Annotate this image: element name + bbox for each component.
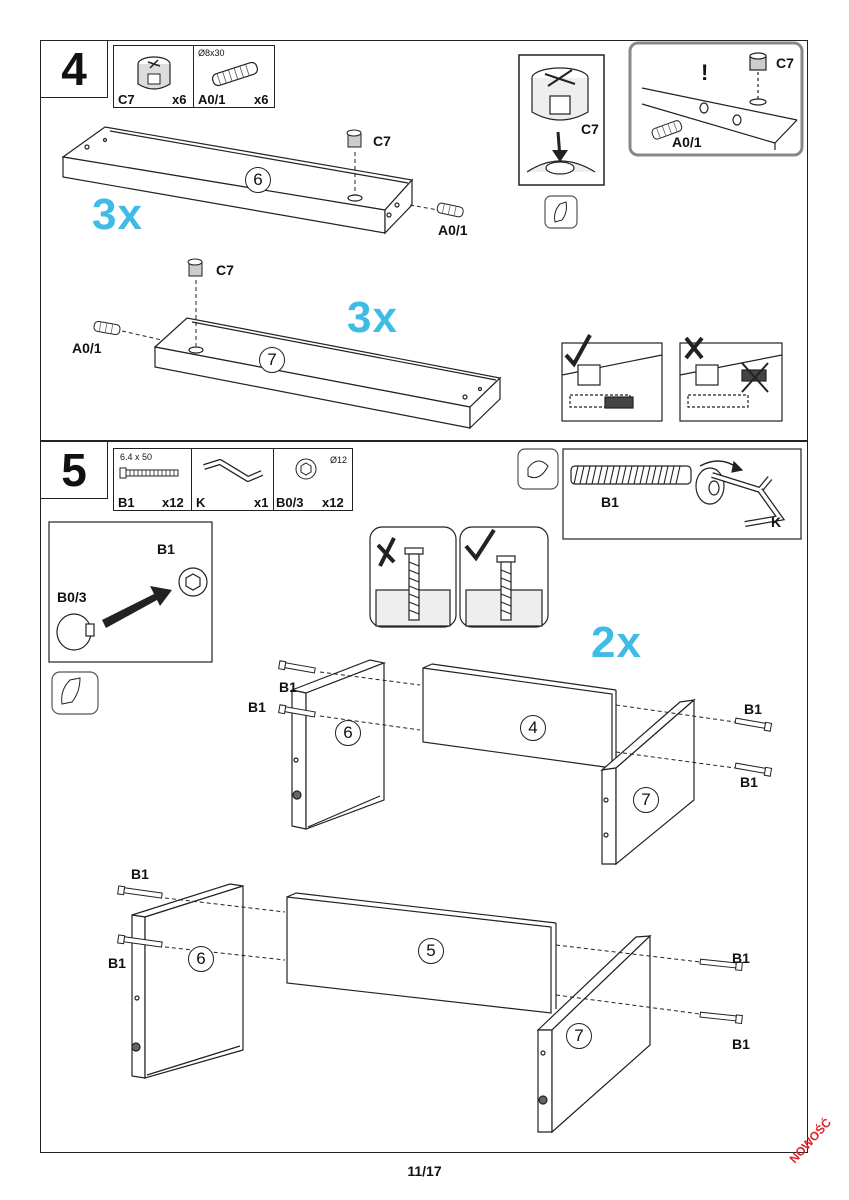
panel-number-6: 6	[245, 167, 271, 193]
warning-mark: !	[701, 60, 709, 85]
part-b1: 6.4 x 50 B1 x12	[114, 449, 192, 510]
label-b1-lower-3: B1	[732, 950, 750, 966]
label-b1-upper-3: B1	[744, 701, 762, 717]
label-b1-lower-1: B1	[131, 866, 149, 882]
wooden-dowel-icon	[211, 61, 259, 87]
panel-number-5: 5	[418, 938, 444, 964]
part-k: K x1	[192, 449, 274, 510]
confirmat-screw-icon	[119, 467, 179, 479]
panel-number-7-lower: 7	[566, 1023, 592, 1049]
label-b1-upper-1: B1	[279, 679, 297, 695]
part-a01-dim: Ø8x30	[198, 48, 225, 58]
label-a01-warning: A0/1	[672, 134, 702, 150]
label-b1-lower-2: B1	[108, 955, 126, 971]
panel-number-6-upper: 6	[335, 720, 361, 746]
label-b1-lower-4: B1	[732, 1036, 750, 1052]
part-a01-qty: x6	[254, 92, 269, 107]
part-c7: C7 x6	[114, 46, 194, 107]
label-b1-upper-2: B1	[248, 699, 266, 715]
label-c7-detail: C7	[581, 121, 599, 137]
incorrect-dowel-detail	[679, 336, 783, 422]
screw-depth-correct	[459, 526, 549, 628]
label-c7-top: C7	[373, 133, 391, 149]
part-a01: Ø8x30 A0/1 x6	[194, 46, 276, 107]
cover-cap-icon	[295, 458, 317, 480]
part-b1-code: B1	[118, 495, 135, 510]
dowel-top-right	[436, 202, 464, 218]
step-5-multiplier: 2x	[591, 618, 642, 667]
label-b1-cap-detail: B1	[157, 541, 175, 557]
cam-c7-bottom	[187, 258, 203, 277]
page-number: 11/17	[407, 1163, 442, 1179]
label-c7-warning: C7	[776, 55, 794, 71]
part-c7-code: C7	[118, 92, 135, 107]
part-c7-qty: x6	[172, 92, 187, 107]
cam-c7-top	[346, 129, 362, 148]
hex-key-icon	[203, 459, 264, 482]
screws-lower	[117, 885, 743, 1025]
label-b03-cap-detail: B0/3	[57, 589, 87, 605]
step-4-multiplier-bottom: 3x	[347, 293, 398, 342]
cam-detail-illustration	[526, 67, 596, 175]
part-b1-dim: 6.4 x 50	[120, 452, 153, 462]
step-4-parts-box: C7 x6 Ø8x30 A0/1 x6	[113, 45, 275, 108]
label-a01-bottom: A0/1	[72, 340, 102, 356]
panel-7-bottom	[153, 317, 502, 430]
step-4-multiplier-top: 3x	[92, 190, 143, 239]
label-k-detail: K	[771, 514, 782, 530]
screws-upper	[278, 660, 773, 777]
cam-lock-icon	[137, 56, 171, 90]
assembly-lower	[131, 883, 652, 1134]
page-frame	[40, 40, 808, 1153]
step-divider	[40, 440, 808, 442]
part-k-code: K	[196, 495, 206, 510]
dowel-bottom-left	[93, 320, 121, 336]
screw-key-detail	[570, 460, 786, 527]
part-b03-dim: Ø12	[330, 455, 348, 465]
warning-detail-illustration	[641, 52, 798, 150]
panel-number-7: 7	[259, 347, 285, 373]
assembly-upper	[289, 659, 696, 866]
part-a01-code: A0/1	[198, 92, 226, 107]
panel-number-4: 4	[520, 715, 546, 741]
correct-dowel-detail	[561, 334, 663, 422]
panel-number-7-upper: 7	[633, 787, 659, 813]
label-b1-upper-4: B1	[740, 774, 758, 790]
step-5-parts-box: 6.4 x 50 B1 x12 K x1 Ø12 B0/3 x12	[113, 448, 353, 511]
screw-depth-incorrect	[369, 526, 457, 628]
insert-arrow	[102, 586, 172, 628]
panel-6-top	[61, 126, 414, 235]
step-5-number: 5	[40, 441, 108, 499]
label-c7-bottom: C7	[216, 262, 234, 278]
label-a01-top: A0/1	[438, 222, 468, 238]
part-b1-qty: x12	[162, 495, 184, 510]
part-k-qty: x1	[254, 495, 269, 510]
part-b03: Ø12 B0/3 x12	[274, 449, 354, 510]
part-b03-code: B0/3	[276, 495, 304, 510]
label-b1-detail: B1	[601, 494, 619, 510]
part-b03-qty: x12	[322, 495, 344, 510]
panel-number-6-lower: 6	[188, 946, 214, 972]
cap-detail	[56, 567, 208, 651]
step-4-number: 4	[40, 40, 108, 98]
